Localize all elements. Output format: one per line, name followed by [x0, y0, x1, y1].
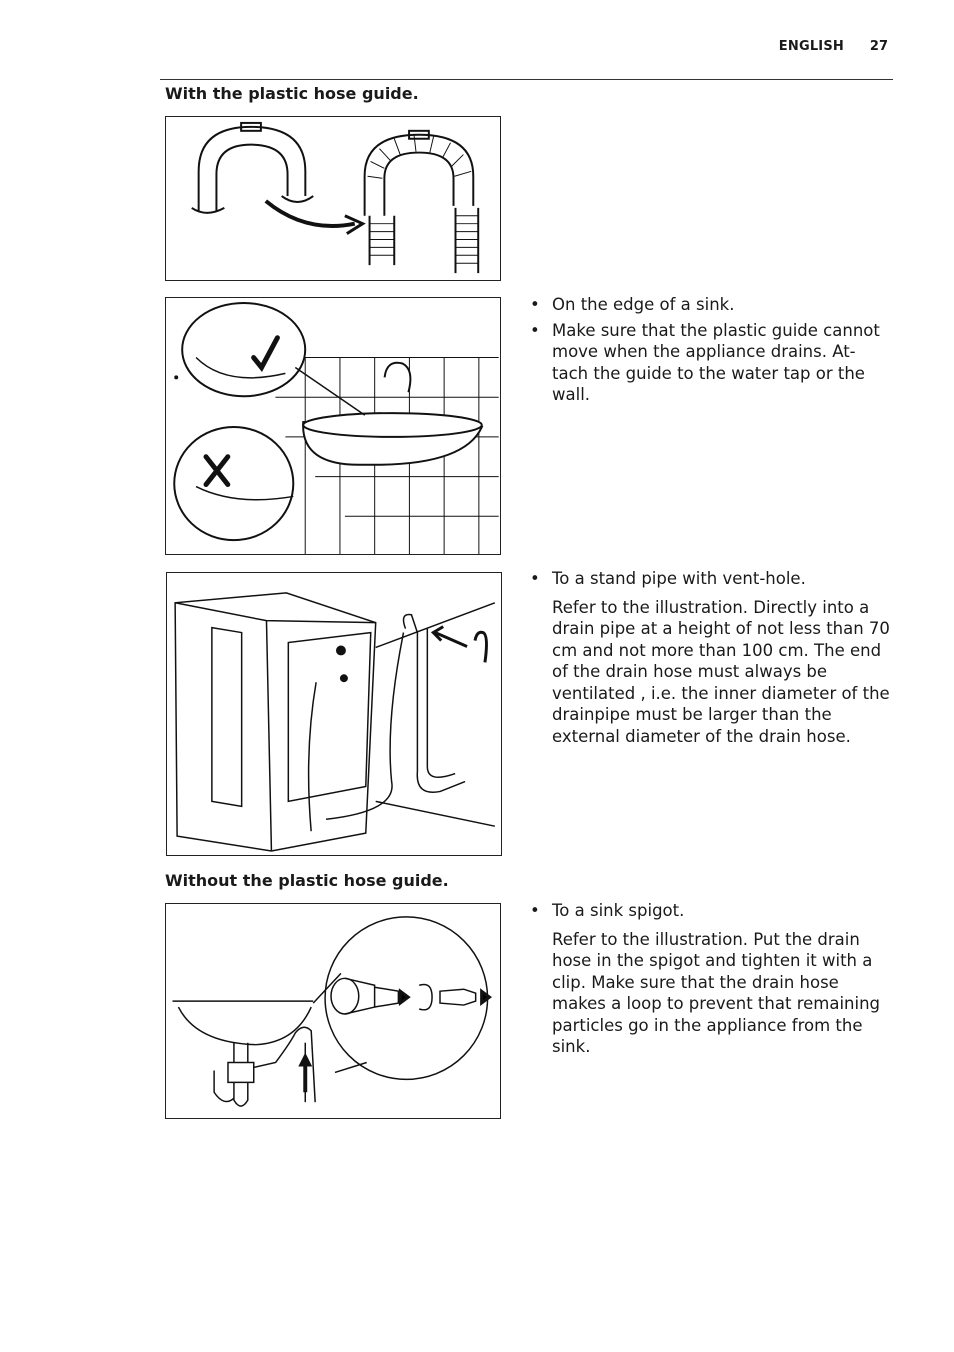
bullet-dot: •	[530, 320, 540, 340]
header-divider	[160, 79, 893, 80]
text-block-sink-edge: • On the edge of a sink. • Make sure tha…	[530, 294, 890, 410]
bullet-text: To a stand pipe with vent-hole.	[552, 569, 806, 588]
section-heading-without-guide: Without the plastic hose guide.	[165, 871, 449, 890]
bullet-dot: •	[530, 569, 540, 588]
figure-spigot	[165, 903, 501, 1119]
stand-pipe-illustration	[174, 592, 496, 852]
bullet-text: Make sure that the plastic guide cannot …	[552, 320, 880, 405]
bullet-text: To a sink spigot.	[552, 901, 685, 920]
paragraph-spigot: Refer to the illustration. Put the drain…	[552, 929, 881, 1057]
text-block-stand-pipe: • To a stand pipe with vent-hole. Refer …	[530, 568, 890, 747]
sink-spigot-illustration	[172, 916, 493, 1107]
bullet-item: • On the edge of a sink.	[530, 294, 890, 316]
bullet-dot: •	[530, 901, 540, 920]
figure-stand-pipe	[166, 572, 502, 856]
sink-edge-illustration	[173, 301, 499, 554]
header-language: ENGLISH	[778, 39, 844, 54]
bullet-item: • Make sure that the plastic guide canno…	[530, 320, 890, 406]
section-heading-with-guide: With the plastic hose guide.	[165, 84, 419, 103]
figure-hose-guide	[165, 116, 501, 281]
figure-sink-edge	[165, 297, 501, 555]
bullet-dot: •	[530, 295, 540, 314]
bullet-item: • To a stand pipe with vent-hole.	[530, 568, 890, 590]
paragraph-stand-pipe: Refer to the illustration. Directly into…	[552, 597, 890, 746]
hose-guide-illustration	[191, 121, 480, 274]
text-block-spigot: • To a sink spigot. Refer to the illustr…	[530, 900, 890, 1058]
bullet-item: • To a sink spigot.	[530, 900, 890, 922]
bullet-text: On the edge of a sink.	[552, 295, 735, 314]
page-number: 27	[869, 39, 888, 54]
